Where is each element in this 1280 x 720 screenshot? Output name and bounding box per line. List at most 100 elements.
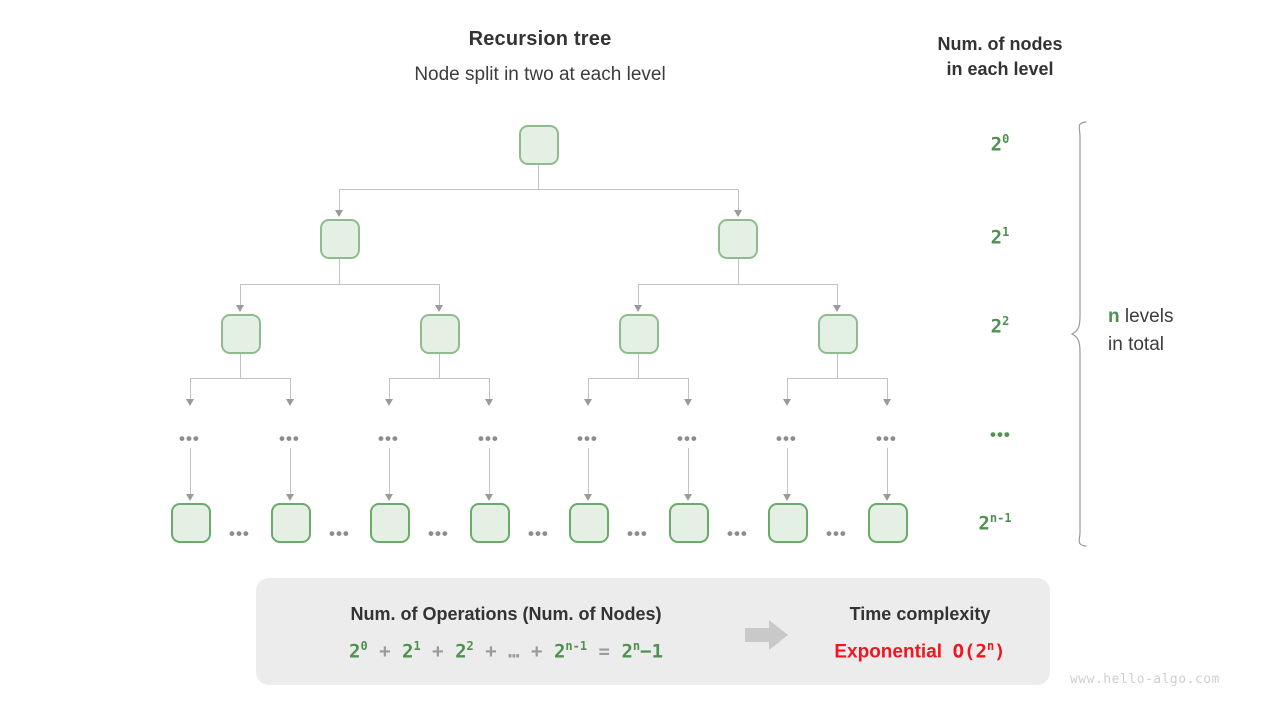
connector-level2-stem-1 bbox=[240, 354, 242, 378]
connector-level2-stem-3 bbox=[638, 354, 640, 378]
arrowhead-bottom-6 bbox=[684, 494, 692, 501]
connector-level2-drop-1 bbox=[240, 284, 242, 306]
level-count-label-ellipsis: ••• bbox=[990, 425, 1011, 444]
levels-total-label: n levels in total bbox=[1108, 303, 1258, 359]
bottom-gap-ellipsis-3: ••• bbox=[428, 524, 449, 543]
arrowhead-level2-3 bbox=[634, 305, 642, 312]
connector-level2-stem-4 bbox=[837, 354, 839, 378]
column-heading-line1: Num. of nodes bbox=[937, 34, 1063, 54]
arrowhead-bottom-7 bbox=[783, 494, 791, 501]
connector-level3-drop-3 bbox=[389, 378, 391, 400]
arrowhead-bottom-5 bbox=[584, 494, 592, 501]
arrowhead-level3-1 bbox=[186, 399, 194, 406]
arrowhead-level3-3 bbox=[385, 399, 393, 406]
connector-level2-drop-2 bbox=[439, 284, 441, 306]
summary-box bbox=[256, 578, 1050, 685]
page-subtitle: Node split in two at each level bbox=[414, 64, 666, 85]
arrowhead-level3-4 bbox=[485, 399, 493, 406]
connector-level2-drop-3 bbox=[638, 284, 640, 306]
tree-node-bottom-5[interactable] bbox=[569, 503, 609, 543]
levels-brace bbox=[1070, 121, 1087, 547]
tree-node-bottom-8[interactable] bbox=[868, 503, 908, 543]
complexity-bigo: O(2 bbox=[952, 640, 987, 663]
summary-formula: 20 + 21 + 22 + … + 2n-1 = 2n−1 bbox=[286, 639, 726, 662]
levels-count: n bbox=[1108, 306, 1120, 327]
connector-level2-drop-4 bbox=[837, 284, 839, 306]
connector-root-stem bbox=[538, 165, 540, 189]
summary-complexity-value: Exponential O(2n) bbox=[790, 639, 1050, 663]
arrowhead-bottom-4 bbox=[485, 494, 493, 501]
arrowhead-level3-5 bbox=[584, 399, 592, 406]
level-count-base-0: 2 bbox=[990, 133, 1003, 156]
level-count-exp-last: n-1 bbox=[989, 511, 1012, 525]
tree-node-bottom-7[interactable] bbox=[768, 503, 808, 543]
column-heading: Num. of nodes in each level bbox=[900, 32, 1100, 82]
arrowhead-bottom-2 bbox=[286, 494, 294, 501]
connector-level2-bus-3 bbox=[588, 378, 688, 380]
bottom-gap-ellipsis-1: ••• bbox=[229, 524, 250, 543]
formula-term-2: 2 bbox=[455, 640, 467, 663]
arrowhead-level2-2 bbox=[435, 305, 443, 312]
level-count-label-1: 21 bbox=[955, 225, 1045, 248]
complexity-bigo-tail: ) bbox=[994, 640, 1006, 663]
connector-bottom-stem-6 bbox=[688, 448, 690, 496]
tree-node-level2-1[interactable] bbox=[221, 314, 261, 354]
tree-ellipsis-level3-8: ••• bbox=[876, 429, 897, 448]
levels-total-line2: in total bbox=[1108, 334, 1164, 355]
tree-node-bottom-4[interactable] bbox=[470, 503, 510, 543]
connector-bottom-stem-4 bbox=[489, 448, 491, 496]
tree-ellipsis-level3-6: ••• bbox=[677, 429, 698, 448]
formula-op-1: + bbox=[379, 640, 391, 663]
arrowhead-bottom-3 bbox=[385, 494, 393, 501]
formula-ellipsis: … bbox=[508, 640, 520, 663]
connector-level1-bus-right bbox=[638, 284, 838, 286]
right-arrow-icon bbox=[745, 620, 788, 650]
connector-level3-drop-5 bbox=[588, 378, 590, 400]
level-count-label-0: 20 bbox=[955, 132, 1045, 155]
formula-op-4: + bbox=[531, 640, 543, 663]
formula-result-exp: n bbox=[632, 639, 641, 653]
tree-node-root[interactable] bbox=[519, 125, 559, 165]
connector-bottom-stem-5 bbox=[588, 448, 590, 496]
connector-level3-drop-4 bbox=[489, 378, 491, 400]
column-heading-line2: in each level bbox=[946, 59, 1054, 79]
connector-level3-drop-1 bbox=[190, 378, 192, 400]
tree-node-bottom-6[interactable] bbox=[669, 503, 709, 543]
level-count-base-2: 2 bbox=[990, 315, 1003, 338]
connector-bottom-stem-1 bbox=[190, 448, 192, 496]
level-count-exp-1: 1 bbox=[1002, 225, 1010, 239]
formula-exp-0: 0 bbox=[360, 639, 368, 653]
formula-equals: = bbox=[598, 640, 610, 663]
connector-level3-drop-2 bbox=[290, 378, 292, 400]
tree-node-bottom-1[interactable] bbox=[171, 503, 211, 543]
formula-op-3: + bbox=[485, 640, 497, 663]
formula-exp-2: 2 bbox=[466, 639, 474, 653]
tree-node-bottom-3[interactable] bbox=[370, 503, 410, 543]
connector-level0-bus bbox=[339, 189, 739, 191]
level-count-label-2: 22 bbox=[955, 314, 1045, 337]
summary-operations-title: Num. of Operations (Num. of Nodes) bbox=[350, 604, 662, 624]
level-count-base-last: 2 bbox=[978, 512, 990, 535]
formula-term-last: 2 bbox=[553, 640, 566, 663]
connector-bottom-stem-2 bbox=[290, 448, 292, 496]
arrowhead-level3-7 bbox=[783, 399, 791, 406]
tree-node-level2-3[interactable] bbox=[619, 314, 659, 354]
page-title: Recursion tree bbox=[468, 28, 612, 50]
connector-bottom-stem-3 bbox=[389, 448, 391, 496]
tree-node-bottom-2[interactable] bbox=[271, 503, 311, 543]
formula-op-2: + bbox=[432, 640, 444, 663]
levels-word: levels bbox=[1124, 306, 1174, 327]
watermark: www.hello-algo.com bbox=[1070, 672, 1220, 687]
arrowhead-level1-right bbox=[734, 210, 742, 217]
tree-node-level1-2[interactable] bbox=[718, 219, 758, 259]
summary-complexity-title: Time complexity bbox=[849, 604, 991, 624]
tree-node-level1-1[interactable] bbox=[320, 219, 360, 259]
connector-bottom-stem-8 bbox=[887, 448, 889, 496]
arrowhead-level3-2 bbox=[286, 399, 294, 406]
bottom-gap-ellipsis-4: ••• bbox=[528, 524, 549, 543]
tree-node-level2-2[interactable] bbox=[420, 314, 460, 354]
tree-node-level2-4[interactable] bbox=[818, 314, 858, 354]
formula-term-1: 2 bbox=[402, 640, 414, 663]
level-count-exp-0: 0 bbox=[1002, 132, 1010, 146]
